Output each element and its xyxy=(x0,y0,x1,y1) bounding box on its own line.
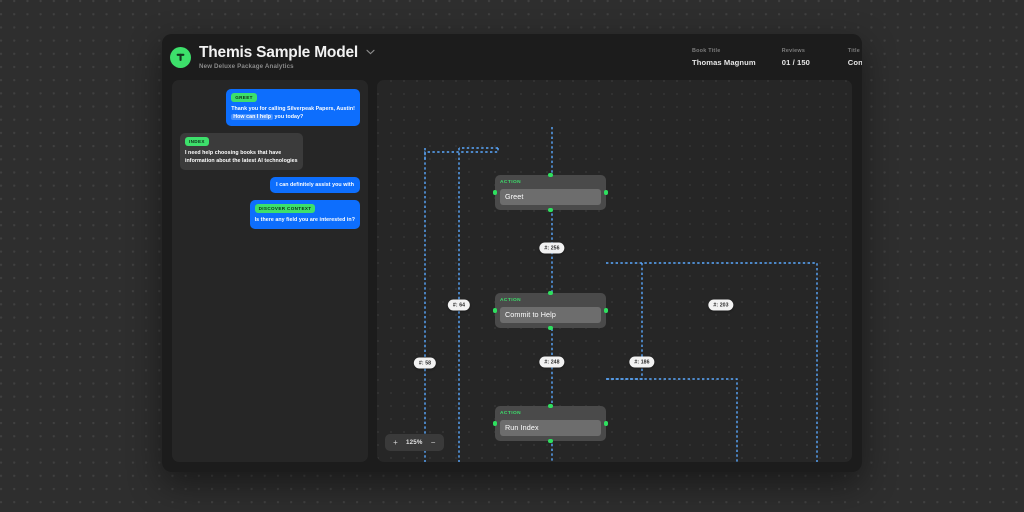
port-left[interactable] xyxy=(492,421,498,426)
node-kind: ACTION xyxy=(500,180,522,185)
flow-canvas[interactable]: ACTION Greet ACTION Commit to Help ACTIO… xyxy=(377,80,852,462)
zoom-out-button[interactable]: − xyxy=(430,437,436,447)
chat-line-2: you today? xyxy=(274,114,304,120)
port-left[interactable] xyxy=(492,190,498,195)
zoom-level-value: 125% xyxy=(406,439,423,446)
flow-node-commit-to-help[interactable]: ACTION Commit to Help xyxy=(492,290,609,331)
edge-layer xyxy=(424,127,818,462)
app-header: Themis Sample Model New Deluxe Package A… xyxy=(162,34,862,80)
node-value[interactable]: Commit to Help xyxy=(500,307,601,323)
themis-logo-icon xyxy=(170,46,191,68)
port-top[interactable] xyxy=(548,290,553,296)
meta-reviews: Reviews 01 / 150 xyxy=(782,48,822,67)
node-kind: ACTION xyxy=(500,411,522,416)
port-bottom[interactable] xyxy=(548,438,553,444)
chat-bubble-greet: GREET Thank you for calling Silverpeak P… xyxy=(226,89,360,126)
port-top[interactable] xyxy=(548,172,553,178)
chat-text: Is there any field you are interested in… xyxy=(254,217,355,223)
brand: Themis Sample Model New Deluxe Package A… xyxy=(170,44,375,71)
chat-message: INDEX I need help choosing books that ha… xyxy=(180,133,360,170)
port-right[interactable] xyxy=(603,421,609,426)
flow-node-run-index[interactable]: ACTION Run Index xyxy=(492,403,609,444)
chat-message: I can definitely assist you with xyxy=(180,177,360,193)
page-title: Themis Sample Model xyxy=(199,43,358,61)
edge-label[interactable]: #: 248 xyxy=(539,356,565,368)
edge-label[interactable]: #: 58 xyxy=(413,357,437,369)
chat-bubble-index: INDEX I need help choosing books that ha… xyxy=(180,133,303,170)
chat-line-1: I need help choosing books that have xyxy=(185,150,282,156)
chat-tag: DISCOVER CONTEXT xyxy=(254,204,316,213)
chat-bubble-assist: I can definitely assist you with xyxy=(270,177,360,193)
flow-node-greet[interactable]: ACTION Greet xyxy=(492,172,609,213)
chat-tag: INDEX xyxy=(185,137,209,146)
chat-line-1: Thank you for calling Silverpeak Papers,… xyxy=(231,106,355,112)
chat-highlight: How can I help xyxy=(231,114,274,120)
chat-text: I need help choosing books that have inf… xyxy=(185,149,298,165)
chat-bubble-discover-context: DISCOVER CONTEXT Is there any field you … xyxy=(249,200,360,229)
app-window: Themis Sample Model New Deluxe Package A… xyxy=(162,34,862,472)
meta-title: Title Context xyxy=(848,48,862,67)
port-right[interactable] xyxy=(603,308,609,313)
meta-value: Context xyxy=(847,57,862,67)
port-top[interactable] xyxy=(548,403,553,409)
chat-tag: GREET xyxy=(231,93,257,102)
chat-text: Thank you for calling Silverpeak Papers,… xyxy=(231,105,355,121)
title-row: Themis Sample Model xyxy=(199,44,375,61)
port-left[interactable] xyxy=(492,308,498,313)
node-value[interactable]: Greet xyxy=(500,189,601,205)
edge-label[interactable]: #: 186 xyxy=(629,356,655,368)
edge-label[interactable]: #: 203 xyxy=(708,299,734,311)
meta-label: Book Title xyxy=(692,47,721,54)
meta-value: 01 / 150 xyxy=(781,57,810,67)
port-bottom[interactable] xyxy=(548,207,553,213)
meta-value: Thomas Magnum xyxy=(692,57,756,67)
node-kind: ACTION xyxy=(500,298,522,303)
header-meta: Book Title Thomas Magnum Reviews 01 / 15… xyxy=(692,34,862,80)
meta-book-title: Book Title Thomas Magnum xyxy=(692,48,756,67)
zoom-in-button[interactable]: + xyxy=(393,437,398,447)
port-bottom[interactable] xyxy=(548,325,553,331)
brand-text: Themis Sample Model New Deluxe Package A… xyxy=(199,44,375,71)
chevron-down-icon[interactable] xyxy=(366,48,375,57)
chat-message: GREET Thank you for calling Silverpeak P… xyxy=(180,89,360,126)
meta-label: Reviews xyxy=(781,47,806,54)
edge-label[interactable]: #: 64 xyxy=(447,299,471,311)
page-subtitle: New Deluxe Package Analytics xyxy=(199,62,294,70)
chat-line-2: information about the latest AI technolo… xyxy=(185,158,298,164)
app-body: GREET Thank you for calling Silverpeak P… xyxy=(162,80,862,472)
chat-message: DISCOVER CONTEXT Is there any field you … xyxy=(180,200,360,229)
meta-label: Title xyxy=(847,47,860,54)
edge-label[interactable]: #: 256 xyxy=(539,242,565,254)
chat-text: I can definitely assist you with xyxy=(276,182,354,188)
node-value[interactable]: Run Index xyxy=(500,420,601,436)
port-right[interactable] xyxy=(603,190,609,195)
zoom-control[interactable]: + 125% − xyxy=(385,434,444,451)
chat-panel[interactable]: GREET Thank you for calling Silverpeak P… xyxy=(172,80,368,462)
